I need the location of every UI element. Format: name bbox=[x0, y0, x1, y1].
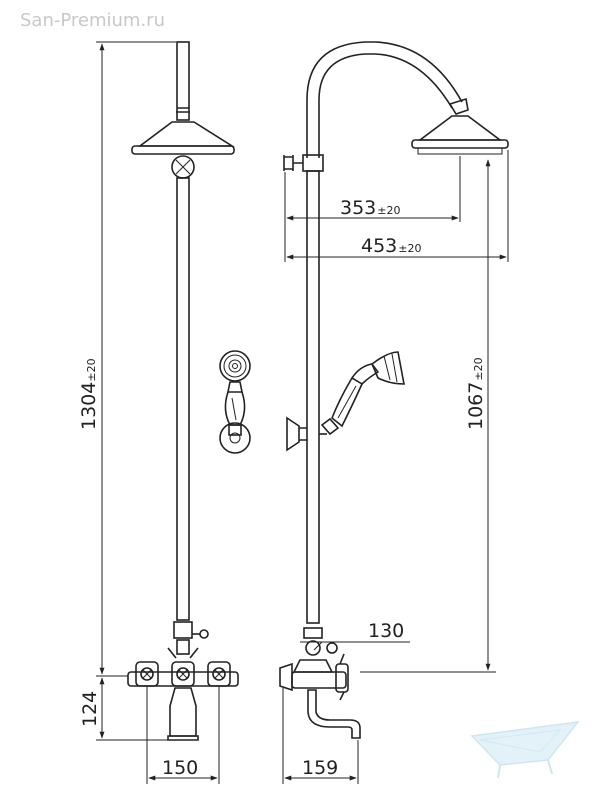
dimension-159: 159 bbox=[282, 688, 359, 784]
front-shower-head bbox=[137, 121, 235, 147]
side-shower-head bbox=[417, 115, 503, 141]
side-wall-bracket bbox=[302, 154, 324, 172]
side-gooseneck-outer bbox=[306, 41, 463, 158]
dimension-1067-value: 1067 bbox=[465, 382, 487, 430]
svg-text:1067±20: 1067 ±20 bbox=[465, 357, 487, 430]
dimension-124: 124 bbox=[79, 677, 168, 741]
front-center-handle bbox=[171, 661, 195, 687]
side-diverter bbox=[303, 627, 323, 639]
front-spout bbox=[169, 687, 197, 737]
dimension-124-value: 124 bbox=[79, 691, 101, 727]
side-view bbox=[279, 41, 509, 739]
dimension-453-tolerance: ±20 bbox=[398, 242, 421, 255]
front-hand-shower bbox=[219, 350, 251, 454]
dimension-1304-tolerance: ±20 bbox=[85, 358, 98, 381]
dimension-150: 150 bbox=[146, 686, 220, 784]
dimension-130-value: 130 bbox=[368, 620, 404, 642]
front-head-pipe bbox=[176, 41, 190, 121]
svg-text:353±20: 353±20 bbox=[340, 197, 400, 219]
side-handshower-holder bbox=[286, 416, 300, 452]
side-rail bbox=[306, 170, 320, 624]
dimension-159-value: 159 bbox=[302, 757, 338, 779]
dimension-353-value: 353 bbox=[340, 197, 376, 219]
watermark-text: San-Premium.ru bbox=[20, 10, 165, 31]
front-rail bbox=[176, 177, 190, 621]
dimension-1304-value: 1304 bbox=[78, 382, 100, 430]
front-left-handle bbox=[135, 661, 159, 687]
side-hand-shower bbox=[320, 351, 405, 436]
svg-text:1304±20: 1304±20 bbox=[78, 358, 100, 430]
bathtub-logo-icon bbox=[470, 721, 580, 779]
front-pipe-collar bbox=[176, 107, 190, 113]
dimension-453: 453±20 bbox=[286, 150, 509, 262]
dimension-353: 353±20 bbox=[284, 156, 461, 262]
front-view bbox=[127, 41, 239, 741]
side-spout bbox=[307, 689, 361, 739]
dimension-1067-tolerance: ±20 bbox=[472, 357, 485, 380]
dimension-150-value: 150 bbox=[162, 757, 198, 779]
dimension-130: 130 bbox=[300, 620, 410, 651]
front-right-handle bbox=[207, 661, 231, 687]
dimension-1304: 1304±20 bbox=[78, 41, 176, 677]
dimension-453-value: 453 bbox=[361, 235, 397, 257]
svg-text:453±20: 453±20 bbox=[361, 235, 421, 257]
side-gooseneck-inner bbox=[318, 53, 453, 158]
front-diverter bbox=[173, 621, 193, 639]
side-wall-flange bbox=[279, 662, 293, 692]
front-shower-head-rim bbox=[131, 145, 235, 155]
dimension-1067: 1067 ±20 bbox=[360, 159, 496, 673]
side-mixer-body bbox=[291, 671, 347, 689]
dimension-353-tolerance: ±20 bbox=[377, 204, 400, 217]
